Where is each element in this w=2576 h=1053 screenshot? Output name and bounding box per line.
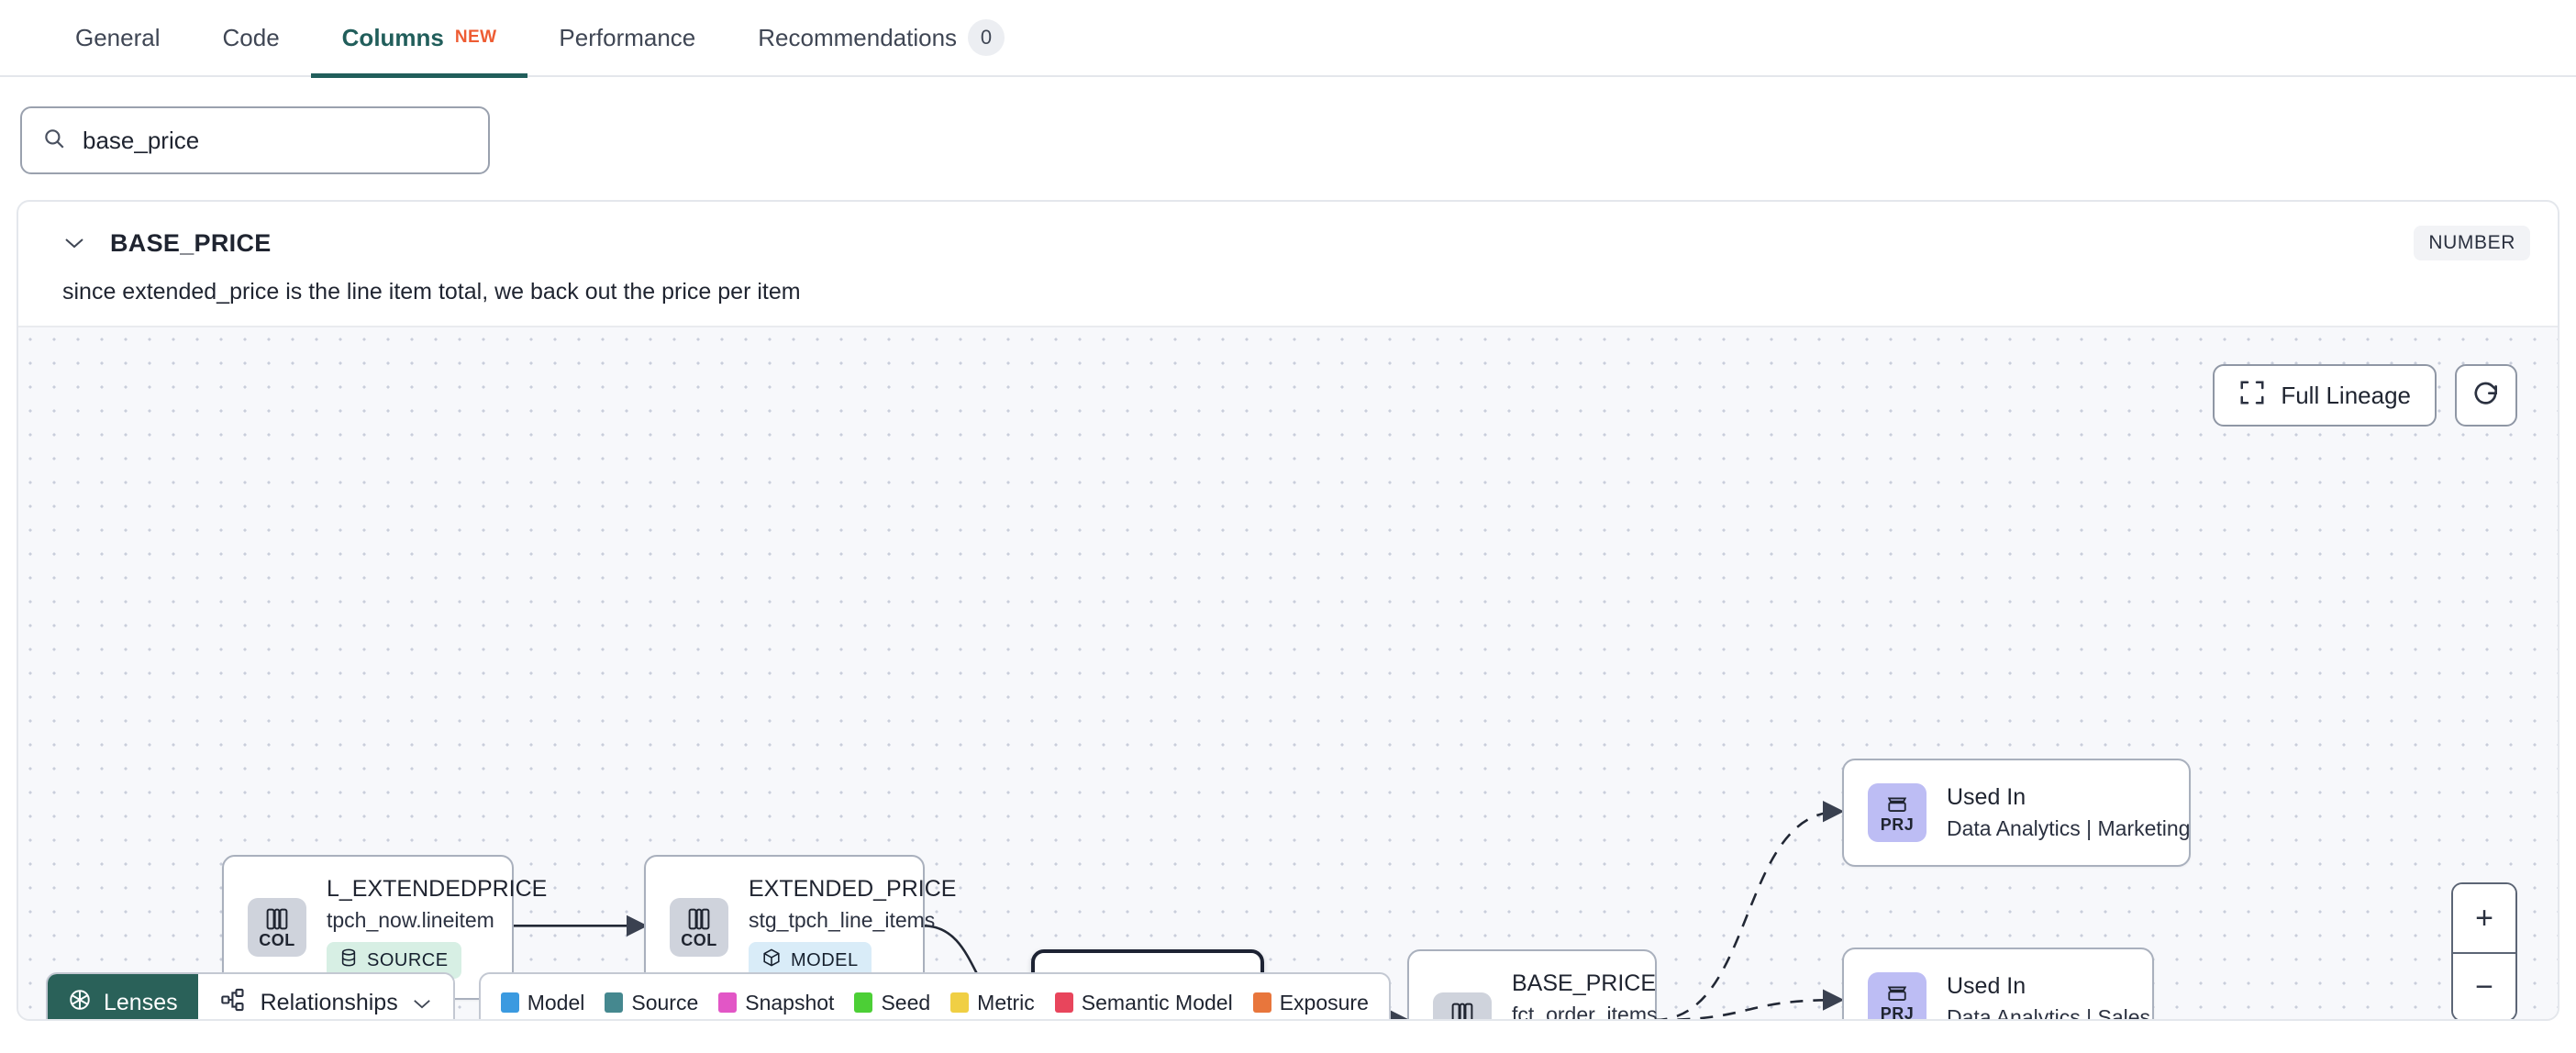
tab-recommendations[interactable]: Recommendations 0 bbox=[727, 0, 1036, 76]
legend-label: Source bbox=[631, 990, 699, 1014]
column-icon: COL bbox=[670, 898, 728, 957]
node-subtitle: stg_tpch_line_items bbox=[749, 908, 936, 932]
legend-swatch bbox=[1054, 992, 1073, 1013]
zoom-controls: + − bbox=[2451, 882, 2517, 1019]
cube-icon bbox=[761, 948, 782, 973]
column-icon: COL bbox=[1433, 992, 1492, 1019]
refresh-icon bbox=[2471, 380, 2501, 412]
legend-swatch bbox=[718, 992, 738, 1013]
legend-label: Exposure bbox=[1279, 990, 1369, 1014]
node-title: L_EXTENDEDPRICE bbox=[327, 876, 548, 902]
lineage-node-prj_marketing[interactable]: PRJ Used In Data Analytics | Marketing bbox=[1842, 759, 2191, 867]
relationships-icon bbox=[220, 987, 246, 1019]
search-box[interactable] bbox=[20, 106, 490, 174]
column-icon: COL bbox=[248, 898, 306, 957]
legend-item-model: Model bbox=[500, 990, 585, 1015]
lenses-button[interactable]: Lenses bbox=[48, 974, 198, 1019]
tab-label: Code bbox=[222, 23, 280, 51]
column-type-badge: NUMBER bbox=[2414, 226, 2530, 260]
chevron-down-icon[interactable] bbox=[62, 231, 86, 255]
legend-swatch bbox=[605, 992, 624, 1013]
node-type-label: MODEL bbox=[791, 949, 859, 970]
project-icon: PRJ bbox=[1868, 783, 1926, 842]
tab-new-badge: NEW bbox=[454, 28, 497, 47]
tab-general[interactable]: General bbox=[44, 0, 192, 76]
canvas-toolbar: Full Lineage bbox=[2213, 364, 2517, 427]
legend: Model Source Snapshot Seed Metric Semantic Mo… bbox=[478, 972, 1391, 1019]
legend-label: Seed bbox=[881, 990, 931, 1014]
node-subtitle: Data Analytics | Sales bbox=[1947, 1005, 2151, 1021]
search-input[interactable] bbox=[83, 126, 468, 155]
full-lineage-label: Full Lineage bbox=[2281, 381, 2411, 409]
legend-item-metric: Metric bbox=[950, 991, 1035, 1015]
node-body: Used In Data Analytics | Marketing bbox=[1947, 784, 2191, 841]
legend-swatch bbox=[950, 992, 970, 1013]
relationships-button[interactable]: Relationships bbox=[197, 974, 453, 1019]
relationships-label: Relationships bbox=[260, 989, 398, 1015]
node-title: Used In bbox=[1947, 973, 2026, 999]
project-icon: PRJ bbox=[1868, 972, 1926, 1019]
legend-label: Model bbox=[527, 990, 585, 1014]
zoom-in-button[interactable]: + bbox=[2453, 884, 2515, 952]
legend-label: Semantic Model bbox=[1081, 990, 1233, 1014]
node-title: EXTENDED_PRICE bbox=[749, 876, 957, 902]
legend-swatch bbox=[1252, 992, 1271, 1013]
node-title: Used In bbox=[1947, 784, 2026, 810]
tab-columns[interactable]: Columns NEW bbox=[310, 0, 528, 78]
legend-item-source: Source bbox=[605, 991, 698, 1015]
expand-icon bbox=[2238, 379, 2266, 413]
node-body: Used In Data Analytics | Sales bbox=[1947, 973, 2151, 1021]
search-icon bbox=[42, 127, 66, 155]
node-subtitle: fct_order_items bbox=[1512, 1003, 1658, 1021]
refresh-button[interactable] bbox=[2455, 364, 2517, 427]
full-lineage-button[interactable]: Full Lineage bbox=[2213, 364, 2437, 427]
node-type-label: SOURCE bbox=[367, 949, 449, 970]
legend-item-snapshot: Snapshot bbox=[718, 991, 834, 1015]
column-card: BASE_PRICE NUMBER since extended_price i… bbox=[17, 200, 2559, 1021]
node-title: BASE_PRICE bbox=[1512, 970, 1657, 996]
tab-label: Recommendations bbox=[758, 23, 958, 51]
lineage-edge-base_price_fct_order_items-to-prj_marketing bbox=[1654, 801, 1845, 1019]
tab-label: General bbox=[75, 23, 161, 51]
canvas-bottom-bar: Lenses Relationships bbox=[46, 972, 1391, 1019]
legend-label: Metric bbox=[977, 990, 1035, 1014]
legend-item-exposure: Exposure bbox=[1252, 990, 1369, 1015]
column-name: BASE_PRICE bbox=[110, 228, 272, 257]
tab-label: Performance bbox=[559, 23, 696, 51]
column-description: since extended_price is the line item to… bbox=[62, 279, 801, 305]
lineage-edge-base_price_fct_order_items-to-base_price_use_variables bbox=[1654, 1018, 1657, 1019]
database-icon bbox=[339, 948, 358, 973]
search-area bbox=[0, 77, 2576, 174]
legend-swatch bbox=[500, 992, 519, 1013]
node-subtitle: Data Analytics | Marketing bbox=[1947, 816, 2191, 840]
zoom-out-button[interactable]: − bbox=[2453, 952, 2515, 1019]
lineage-edge-base_price_fct_order_items-to-prj_sales bbox=[1654, 989, 1845, 1019]
node-subtitle: tpch_now.lineitem bbox=[327, 908, 494, 932]
legend-item-seed: Seed bbox=[854, 991, 930, 1015]
tab-bar: General Code Columns NEW Performance Recommen… bbox=[0, 0, 2576, 78]
legend-label: Snapshot bbox=[745, 990, 835, 1014]
chevron-down-icon bbox=[413, 990, 431, 1016]
lens-relationships-group: Lenses Relationships bbox=[46, 972, 455, 1019]
tab-count-badge: 0 bbox=[968, 19, 1005, 56]
tab-label: Columns bbox=[341, 23, 444, 51]
legend-swatch bbox=[854, 992, 873, 1013]
aperture-icon bbox=[68, 988, 92, 1018]
legend-item-semantic-model: Semantic Model bbox=[1054, 990, 1233, 1015]
lineage-edge-quantity-to-base_price_order_items bbox=[1013, 1009, 1035, 1019]
tab-code[interactable]: Code bbox=[192, 0, 311, 76]
lineage-node-prj_sales[interactable]: PRJ Used In Data Analytics | Sales bbox=[1842, 948, 2154, 1021]
column-header: BASE_PRICE NUMBER bbox=[18, 202, 2558, 260]
tab-performance[interactable]: Performance bbox=[527, 0, 727, 76]
lenses-label: Lenses bbox=[104, 989, 178, 1015]
